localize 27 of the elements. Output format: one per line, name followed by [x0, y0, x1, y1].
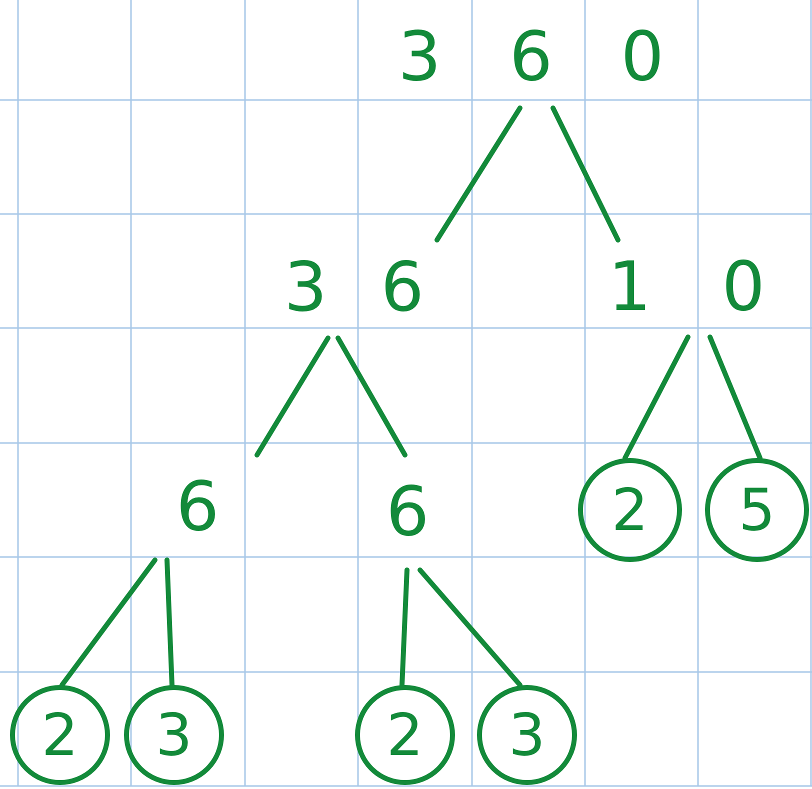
number: 3: [508, 706, 546, 764]
circled-prime-factor: [477, 685, 577, 785]
branch-line: [254, 336, 330, 458]
branch-line: [708, 334, 762, 460]
number: 2: [612, 481, 648, 539]
number: 360: [398, 18, 664, 97]
number: 2: [42, 706, 78, 764]
branch-line: [550, 106, 620, 242]
branch-line: [434, 106, 522, 242]
number: 36: [284, 248, 424, 328]
number: 6: [176, 474, 220, 542]
branch-line: [400, 568, 410, 688]
branch-line: [60, 558, 158, 688]
number: 5: [738, 481, 776, 539]
number: 6: [386, 478, 430, 546]
circled-prime-factor: [355, 685, 455, 785]
branch-line: [622, 334, 690, 460]
number: 10: [608, 248, 765, 327]
circled-prime-factor: [10, 685, 110, 785]
number: 3: [156, 706, 192, 764]
branch-line: [418, 568, 522, 688]
circled-prime-factor: [124, 685, 224, 785]
circled-prime-factor: [578, 458, 682, 562]
branch-line: [164, 558, 174, 688]
circled-prime-factor: [705, 458, 809, 562]
number: 2: [386, 706, 424, 764]
branch-line: [336, 336, 408, 458]
